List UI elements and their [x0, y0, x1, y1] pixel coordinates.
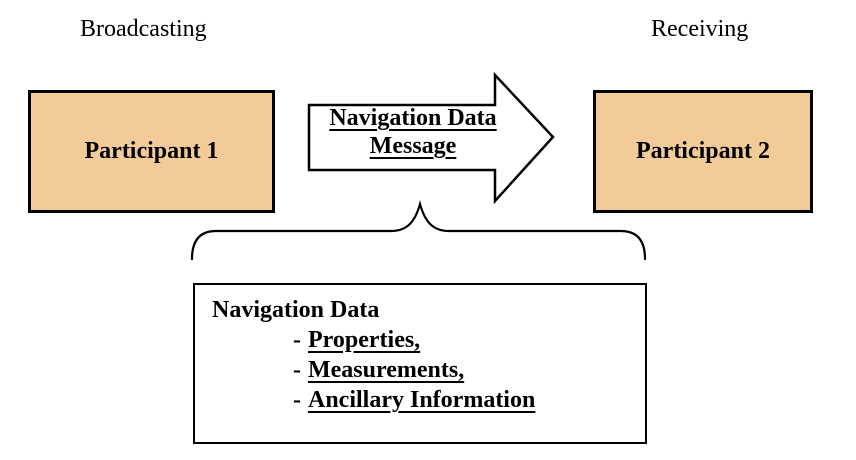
- navigation-data-title: Navigation Data: [212, 297, 380, 323]
- list-item-ancillary: -Ancillary Information: [293, 385, 645, 415]
- list-item-measurements: -Measurements,: [293, 355, 645, 385]
- arrow-label-line1: Navigation Data: [329, 105, 497, 131]
- navigation-data-box: Navigation Data -Properties, -Measuremen…: [193, 283, 647, 444]
- list-item-properties: -Properties,: [293, 325, 645, 355]
- list-item-text: Ancillary Information: [308, 387, 536, 413]
- list-item-text: Measurements,: [308, 357, 465, 383]
- receiving-label: Receiving: [651, 16, 749, 42]
- list-item-text: Properties,: [308, 327, 421, 353]
- participant-2-label: Participant 2: [636, 138, 770, 164]
- list-item-dash: -: [293, 387, 301, 413]
- participant-1-label: Participant 1: [84, 138, 219, 164]
- list-item-dash: -: [293, 327, 301, 353]
- list-item-dash: -: [293, 357, 301, 383]
- participant-1-box: Participant 1: [28, 90, 275, 213]
- arrow-label: Navigation Data Message: [309, 104, 517, 160]
- broadcasting-label: Broadcasting: [80, 16, 207, 42]
- arrow-label-line2: Message: [369, 133, 457, 159]
- participant-2-box: Participant 2: [593, 90, 813, 213]
